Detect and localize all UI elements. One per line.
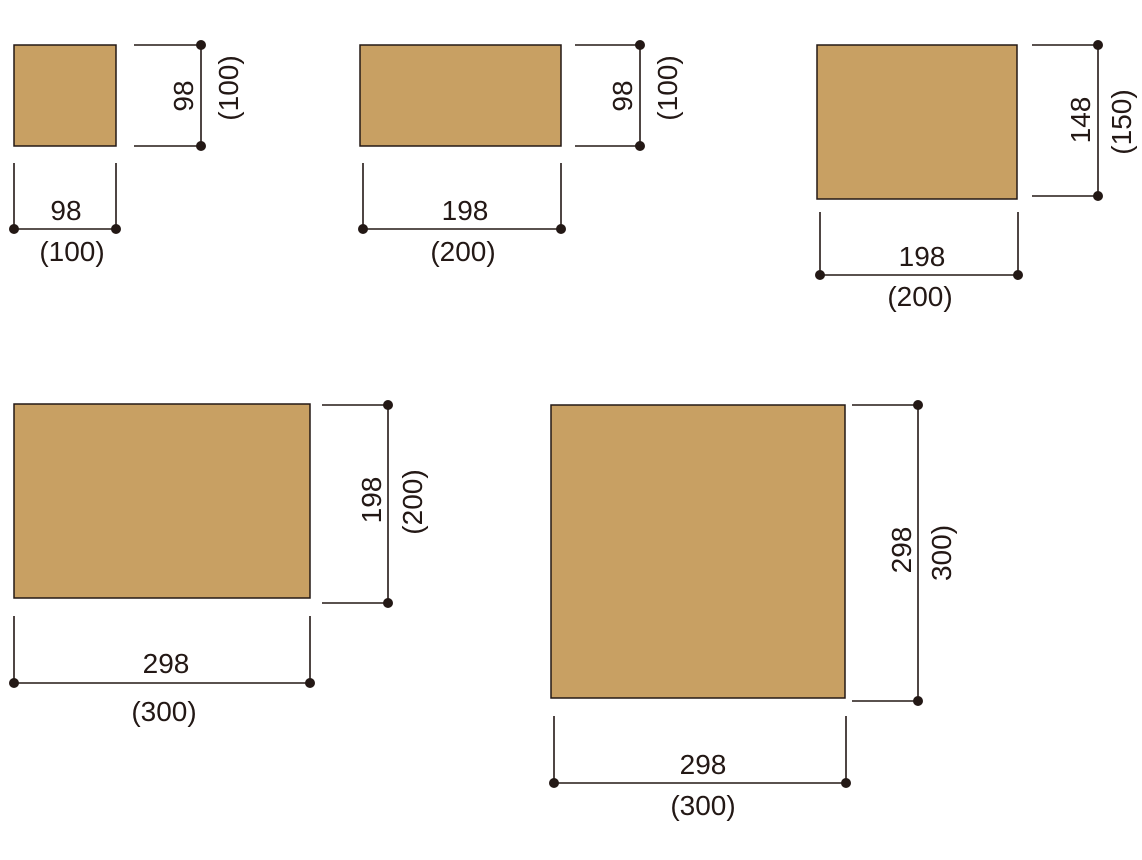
height-nominal: 300) [926, 525, 957, 581]
height-endpoint-bottom [635, 141, 645, 151]
height-endpoint-bottom [383, 598, 393, 608]
height-endpoint-top [913, 400, 923, 410]
width-endpoint-left [9, 224, 19, 234]
width-nominal: (300) [131, 696, 196, 727]
height-nominal: (150) [1106, 89, 1137, 154]
height-nominal: (200) [397, 469, 428, 534]
height-endpoint-top [383, 400, 393, 410]
panel-group-100x100: 98 (100) 98 (100) [9, 40, 244, 267]
panel-group-300x200: 198 (200) 298 (300) [9, 400, 428, 727]
panel-200x150 [816, 44, 1018, 200]
height-endpoint-bottom [196, 141, 206, 151]
width-label: 198 [442, 195, 489, 226]
width-endpoint-right [111, 224, 121, 234]
width-label: 298 [143, 648, 190, 679]
height-nominal: (100) [213, 55, 244, 120]
width-endpoint-right [1013, 270, 1023, 280]
width-endpoint-right [841, 778, 851, 788]
height-label: 98 [607, 80, 638, 111]
height-endpoint-bottom [913, 696, 923, 706]
height-label: 98 [168, 80, 199, 111]
height-endpoint-bottom [1093, 191, 1103, 201]
width-label: 198 [899, 241, 946, 272]
width-nominal: (200) [430, 236, 495, 267]
width-endpoint-left [9, 678, 19, 688]
height-endpoint-top [1093, 40, 1103, 50]
height-label: 198 [356, 477, 387, 524]
width-nominal: (100) [39, 236, 104, 267]
panel-group-200x100: 98 (100) 198 (200) [358, 40, 683, 267]
height-nominal: (100) [652, 55, 683, 120]
panel-300x200 [13, 403, 311, 599]
height-endpoint-top [196, 40, 206, 50]
panel-200x100 [359, 44, 562, 147]
height-endpoint-top [635, 40, 645, 50]
panel-300x300 [550, 404, 846, 699]
width-nominal: (300) [670, 790, 735, 821]
width-endpoint-left [358, 224, 368, 234]
width-nominal: (200) [887, 281, 952, 312]
panel-group-300x300: 298 300) 298 (300) [549, 400, 957, 821]
panel-100x100 [13, 44, 117, 147]
width-label: 98 [50, 195, 81, 226]
width-endpoint-right [305, 678, 315, 688]
width-label: 298 [680, 749, 727, 780]
width-endpoint-left [549, 778, 559, 788]
height-label: 148 [1065, 97, 1096, 144]
height-label: 298 [886, 527, 917, 574]
width-endpoint-right [556, 224, 566, 234]
panel-group-200x150: 148 (150) 198 (200) [815, 40, 1137, 312]
width-endpoint-left [815, 270, 825, 280]
